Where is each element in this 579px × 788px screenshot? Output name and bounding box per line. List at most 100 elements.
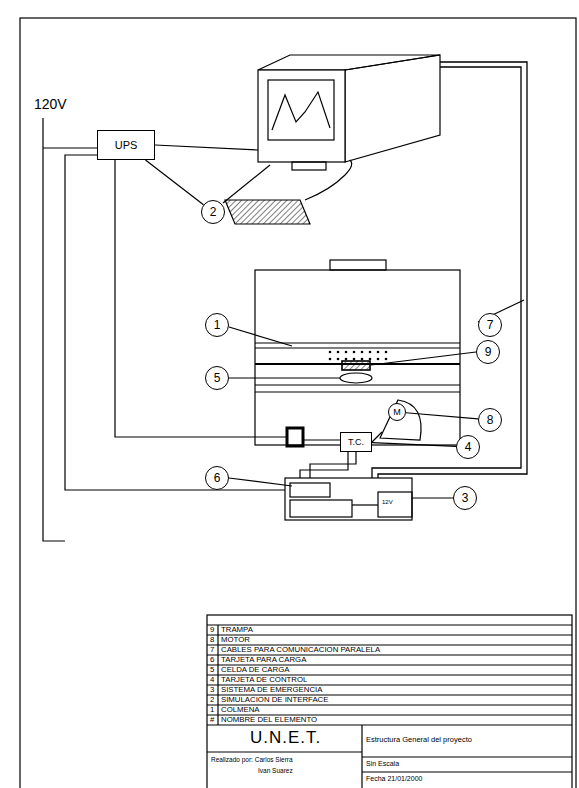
- item-name: TRAMPA: [221, 626, 253, 635]
- hive-hole: [385, 358, 388, 361]
- item-number: 8: [210, 636, 214, 645]
- callout-number: 5: [205, 366, 229, 390]
- item-number: 4: [210, 676, 214, 685]
- monitor-side: [345, 55, 440, 162]
- hive-hole: [385, 351, 388, 354]
- scale-note: Sin Escala: [366, 760, 399, 768]
- control-board: T.C.: [340, 432, 372, 452]
- cabinet-shelf: [255, 384, 460, 385]
- table-rule: [207, 624, 572, 625]
- monitor-screen: [268, 80, 334, 140]
- callout-number: 8: [478, 408, 502, 432]
- callout-number: 7: [478, 313, 502, 337]
- load-board: [290, 483, 330, 497]
- callout-number: 2: [201, 200, 225, 224]
- parallel-cable: [372, 67, 521, 478]
- author-label: Ivan Suarez: [258, 767, 293, 774]
- leader-line: [223, 165, 270, 203]
- callout-number: 3: [453, 486, 477, 510]
- node-text: 1: [214, 319, 221, 331]
- item-name: CABLES PARA COMUNICACION PARALELA: [221, 646, 380, 655]
- hive-hole: [361, 358, 364, 361]
- item-number: 1: [210, 706, 214, 715]
- node-text: 8: [487, 414, 494, 426]
- item-name: TARJETA DE CONTROL: [221, 676, 307, 685]
- callout-number: 9: [476, 340, 500, 364]
- node-text: T.C.: [348, 438, 364, 447]
- item-number: 5: [210, 666, 214, 675]
- node-text: 9: [485, 346, 492, 358]
- item-name: TARJETA PARA CARGA: [221, 656, 306, 665]
- battery-label: 12V: [382, 499, 393, 506]
- table-rule: [207, 724, 572, 725]
- node-text: 4: [465, 441, 472, 453]
- item-number: 9: [210, 626, 214, 635]
- item-name: SIMULACION DE INTERFACE: [221, 696, 328, 705]
- hive-hole: [377, 358, 380, 361]
- leader-line: [372, 443, 456, 447]
- leader-line: [371, 352, 476, 365]
- institution-name: U.N.E.T.: [250, 729, 321, 748]
- item-number: 2: [210, 696, 214, 705]
- node-text: M: [393, 408, 401, 417]
- hive-hole: [345, 358, 348, 361]
- leader-line: [229, 327, 292, 346]
- hive-hole: [361, 351, 364, 354]
- node-text: 6: [214, 472, 221, 484]
- item-number: 3: [210, 686, 214, 695]
- item-number: 7: [210, 646, 214, 655]
- item-name: MOTOR: [221, 636, 250, 645]
- monitor-front: [258, 70, 345, 162]
- table-rule: [207, 634, 572, 635]
- cabinet-shelf: [255, 342, 460, 343]
- motor-body: [380, 400, 421, 440]
- table-rule: [207, 704, 572, 705]
- leader-line: [229, 377, 340, 378]
- leader-line: [406, 413, 478, 419]
- battery-wire: [352, 504, 378, 505]
- cabinet-shelf: [255, 391, 460, 392]
- charger-board: [290, 500, 352, 517]
- item-number: 6: [210, 656, 214, 665]
- monitor-top: [258, 55, 440, 70]
- emergency-system: [285, 478, 412, 520]
- callout-number: 4: [456, 435, 480, 459]
- hive-hole: [353, 351, 356, 354]
- control-wire: [310, 452, 356, 478]
- hive-holes: [329, 351, 388, 361]
- hive-hole: [329, 358, 332, 361]
- item-number: #: [210, 716, 214, 725]
- voltage-label: 120V: [34, 97, 67, 112]
- callout-number: 6: [205, 466, 229, 490]
- hive-hole: [337, 351, 340, 354]
- leader-line: [229, 478, 292, 486]
- control-wire: [303, 439, 340, 440]
- hive-hole: [337, 358, 340, 361]
- node-text: UPS: [115, 140, 138, 151]
- hive-hole: [369, 351, 372, 354]
- keyboard-cable: [305, 160, 352, 200]
- hive-hole: [329, 351, 332, 354]
- hive-hole: [377, 351, 380, 354]
- load-cell: [340, 373, 372, 383]
- author-label: Realizado por: Carlos Sierra: [211, 756, 293, 763]
- screen-graph: [272, 92, 330, 130]
- hive-hole: [369, 358, 372, 361]
- callout-number: 1: [205, 313, 229, 337]
- motor-symbol: M: [388, 403, 406, 421]
- title-block: [207, 615, 572, 788]
- leader-line: [412, 497, 453, 498]
- parallel-cable: [378, 62, 527, 478]
- item-name: COLMENA: [221, 706, 260, 715]
- sheet-frame: [20, 18, 576, 788]
- motor-wire: [372, 432, 382, 442]
- node-text: 7: [487, 319, 494, 331]
- drawing-title: Estructura General del proyecto: [366, 736, 472, 744]
- date-label: Fecha 21/01/2000: [366, 775, 422, 783]
- item-name: SISTEMA DE EMERGENCIA: [221, 686, 322, 695]
- power-wire: [155, 145, 258, 150]
- battery: [378, 492, 412, 517]
- trap: [342, 361, 370, 370]
